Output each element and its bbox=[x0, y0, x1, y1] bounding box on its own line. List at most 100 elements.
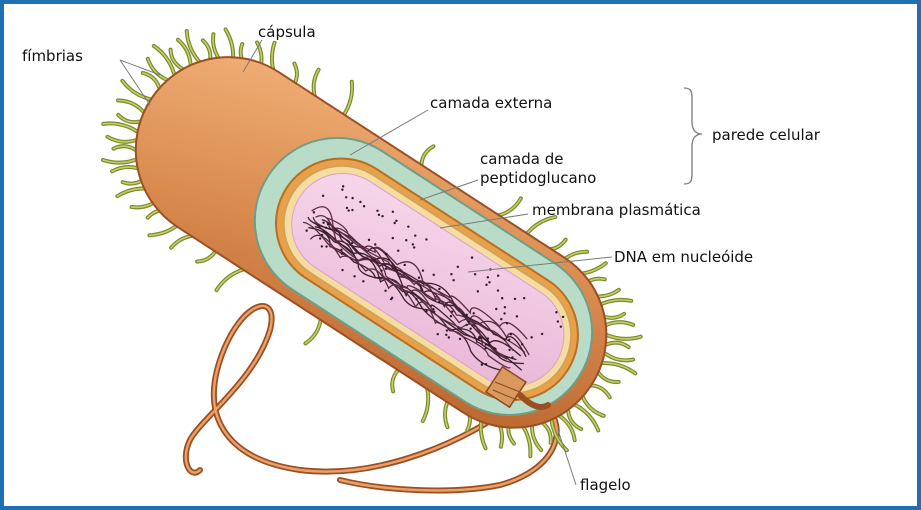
ribosome-dot bbox=[523, 297, 525, 299]
ribosome-dot bbox=[405, 239, 407, 241]
ribosome-dot bbox=[448, 336, 450, 338]
ribosome-dot bbox=[521, 343, 523, 345]
ribosome-dot bbox=[347, 209, 349, 211]
ribosome-dot bbox=[422, 269, 424, 271]
ribosome-dot bbox=[508, 349, 510, 351]
ribosome-dot bbox=[506, 322, 508, 324]
ribosome-dot bbox=[504, 306, 506, 308]
ribosome-dot bbox=[392, 211, 394, 213]
ribosome-dot bbox=[471, 256, 473, 258]
ribosome-dot bbox=[495, 308, 497, 310]
ribosome-dot bbox=[493, 347, 495, 349]
ribosome-dot bbox=[445, 334, 447, 336]
ribosome-dot bbox=[351, 209, 353, 211]
ribosome-dot bbox=[514, 298, 516, 300]
ribosome-dot bbox=[473, 312, 475, 314]
ribosome-dot bbox=[425, 238, 427, 240]
label-camada-externa: camada externa bbox=[430, 94, 552, 112]
ribosome-dot bbox=[560, 325, 562, 327]
ribosome-dot bbox=[469, 328, 471, 330]
ribosome-dot bbox=[500, 318, 502, 320]
label-fimbrias: fímbrias bbox=[22, 47, 83, 65]
ribosome-dot bbox=[321, 234, 323, 236]
ribosome-dot bbox=[351, 242, 353, 244]
ribosome-dot bbox=[362, 280, 364, 282]
ribosome-dot bbox=[503, 312, 505, 314]
ribosome-dot bbox=[484, 347, 486, 349]
ribosome-dot bbox=[450, 273, 452, 275]
ribosome-dot bbox=[465, 324, 467, 326]
ribosome-dot bbox=[380, 269, 382, 271]
ribosome-dot bbox=[562, 316, 564, 318]
label-membrana-plasmatica: membrana plasmática bbox=[532, 201, 701, 219]
ribosome-dot bbox=[555, 311, 557, 313]
ribosome-dot bbox=[497, 275, 499, 277]
ribosome-dot bbox=[414, 234, 416, 236]
fimbria bbox=[217, 269, 244, 290]
ribosome-dot bbox=[446, 329, 448, 331]
label-dna-nucleoide: DNA em nucleóide bbox=[614, 248, 753, 266]
ribosome-dot bbox=[381, 215, 383, 217]
fimbria bbox=[305, 320, 320, 343]
ribosome-dot bbox=[418, 277, 420, 279]
ribosome-dot bbox=[479, 337, 481, 339]
ribosome-dot bbox=[510, 333, 512, 335]
ribosome-dot bbox=[341, 188, 343, 190]
label-camada-de: camada de bbox=[480, 150, 563, 168]
ribosome-dot bbox=[450, 315, 452, 317]
ribosome-dot bbox=[433, 274, 435, 276]
ribosome-dot bbox=[378, 214, 380, 216]
ribosome-dot bbox=[325, 227, 327, 229]
ribosome-dot bbox=[374, 243, 376, 245]
ribosome-dot bbox=[516, 315, 518, 317]
ribosome-dot bbox=[385, 253, 387, 255]
ribosome-dot bbox=[319, 237, 321, 239]
ribosome-dot bbox=[487, 276, 489, 278]
ribosome-dot bbox=[341, 253, 343, 255]
ribosome-dot bbox=[384, 290, 386, 292]
ribosome-dot bbox=[321, 245, 323, 247]
ribosome-dot bbox=[437, 333, 439, 335]
ribosome-dot bbox=[359, 201, 361, 203]
ribosome-dot bbox=[466, 314, 468, 316]
ribosome-dot bbox=[341, 269, 343, 271]
ribosome-dot bbox=[477, 290, 479, 292]
ribosome-dot bbox=[413, 246, 415, 248]
ribosome-dot bbox=[425, 310, 427, 312]
ribosome-dot bbox=[541, 333, 543, 335]
ribosome-dot bbox=[501, 297, 503, 299]
ribosome-dot bbox=[488, 281, 490, 283]
ribosome-dot bbox=[438, 301, 440, 303]
ribosome-dot bbox=[457, 266, 459, 268]
ribosome-dot bbox=[481, 363, 483, 365]
ribosome-dot bbox=[557, 320, 559, 322]
ribosome-dot bbox=[322, 221, 324, 223]
ribosome-dot bbox=[390, 298, 392, 300]
ribosome-dot bbox=[404, 264, 406, 266]
ribosome-dot bbox=[412, 243, 414, 245]
label-peptidoglucano: peptidoglucano bbox=[480, 169, 596, 187]
fimbria bbox=[499, 198, 521, 215]
ribosome-dot bbox=[392, 237, 394, 239]
ribosome-dot bbox=[485, 363, 487, 365]
ribosome-dot bbox=[376, 210, 378, 212]
ribosome-dot bbox=[487, 337, 489, 339]
ribosome-dot bbox=[415, 298, 417, 300]
ribosome-dot bbox=[497, 289, 499, 291]
ribosome-dot bbox=[438, 288, 440, 290]
ribosome-dot bbox=[508, 339, 510, 341]
ribosome-dot bbox=[327, 223, 329, 225]
cell-wall-brace bbox=[684, 88, 702, 184]
label-parede-celular: parede celular bbox=[712, 126, 821, 144]
ribosome-dot bbox=[433, 311, 435, 313]
ribosome-dot bbox=[313, 211, 315, 213]
ribosome-dot bbox=[485, 284, 487, 286]
ribosome-dot bbox=[345, 196, 347, 198]
ribosome-dot bbox=[342, 185, 344, 187]
ribosome-dot bbox=[368, 239, 370, 241]
ribosome-dot bbox=[305, 229, 307, 231]
ribosome-dot bbox=[487, 344, 489, 346]
ribosome-dot bbox=[340, 249, 342, 251]
ribosome-dot bbox=[485, 343, 487, 345]
ribosome-dot bbox=[530, 336, 532, 338]
